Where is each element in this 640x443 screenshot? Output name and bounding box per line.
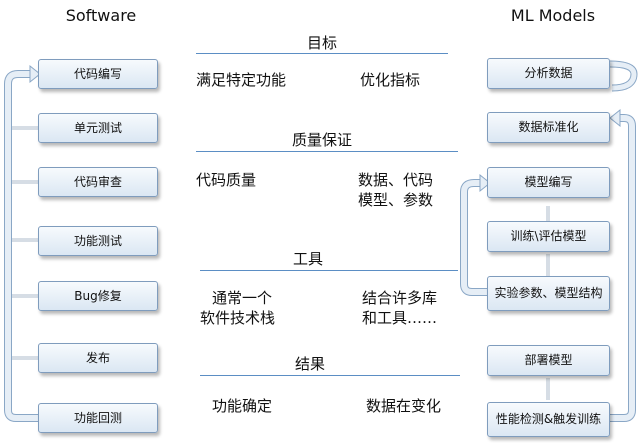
section-result-title: 结果 xyxy=(294,355,325,373)
software-column-title: Software xyxy=(65,6,137,25)
ml-step-data-normalization: 数据标准化 xyxy=(487,112,610,143)
software-loop-arrow xyxy=(4,70,38,422)
section-quality-title: 质量保证 xyxy=(291,131,352,149)
section-tools-software-text: 通常一个 软件技术栈 xyxy=(200,289,276,328)
section-tools-ml-text: 结合许多库 和工具…… xyxy=(362,289,438,328)
ml-experiment-loop-arrow xyxy=(460,179,487,296)
section-tools-divider xyxy=(200,270,458,271)
software-step-code-writing: 代码编写 xyxy=(38,59,158,89)
section-result-software-text: 功能确定 xyxy=(212,397,273,415)
section-quality-ml-text: 数据、代码 模型、参数 xyxy=(358,171,434,210)
software-loop-arrowhead xyxy=(29,64,41,84)
software-step-regression-test: 功能回测 xyxy=(38,403,158,433)
software-step-functional-test: 功能测试 xyxy=(38,226,158,256)
section-goal-title: 目标 xyxy=(306,34,337,52)
ml-step-deploy-model: 部署模型 xyxy=(487,345,610,376)
ml-retrain-arrowhead xyxy=(609,108,621,128)
software-step-release: 发布 xyxy=(38,343,158,373)
software-step-unit-test: 单元测试 xyxy=(38,113,158,143)
section-tools-title: 工具 xyxy=(292,250,323,268)
section-quality-software-text: 代码质量 xyxy=(196,171,257,189)
section-quality-divider xyxy=(196,151,458,152)
software-step-bug-fix: Bug修复 xyxy=(38,281,158,311)
section-goal-ml-text: 优化指标 xyxy=(360,71,421,89)
ml-step-analyze-data: 分析数据 xyxy=(487,58,610,89)
section-result-divider xyxy=(200,375,460,376)
ml-models-column-title: ML Models xyxy=(510,6,596,25)
ml-step-model-writing: 模型编写 xyxy=(487,167,610,198)
ml-step-monitor-retrain: 性能检测&触发训练 xyxy=(487,402,610,437)
section-goal-software-text: 满足特定功能 xyxy=(196,71,287,89)
section-result-ml-text: 数据在变化 xyxy=(366,397,442,415)
ml-experiment-arrowhead xyxy=(479,173,491,193)
section-goal-divider xyxy=(196,53,448,54)
ml-step-experiment-params: 实验参数、模型结构 xyxy=(487,276,610,311)
ml-retrain-loop-arrow xyxy=(610,114,636,422)
software-step-code-review: 代码审查 xyxy=(38,167,158,197)
ml-step-train-evaluate: 训练\评估模型 xyxy=(487,221,610,252)
